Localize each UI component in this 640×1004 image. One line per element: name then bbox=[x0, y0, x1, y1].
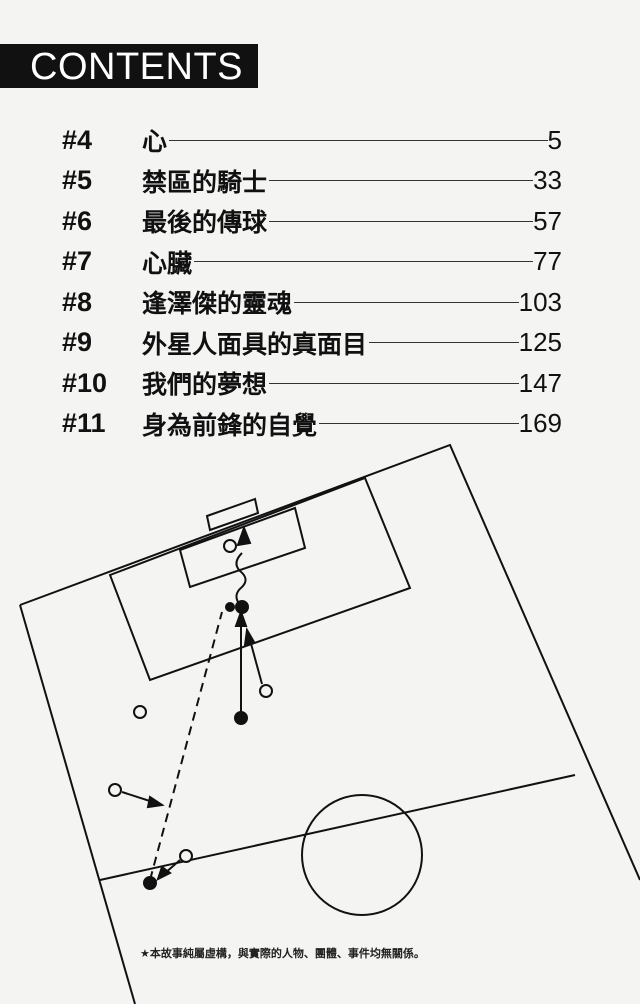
chapter-title: 外星人面具的真面目 bbox=[142, 329, 368, 359]
center-circle bbox=[301, 794, 423, 916]
chapter-title: 我們的夢想 bbox=[142, 370, 268, 400]
chapter-number: #9 bbox=[62, 327, 93, 358]
toc-entry: #6 最後的傳球 57 bbox=[62, 201, 562, 242]
page-number: 169 bbox=[518, 408, 562, 439]
page-number: 125 bbox=[518, 327, 562, 358]
chapter-number: #10 bbox=[62, 367, 108, 398]
page-number: 5 bbox=[547, 124, 562, 155]
attacker-markers bbox=[143, 600, 249, 890]
arrow-head bbox=[146, 795, 165, 809]
arrow-head bbox=[234, 609, 248, 627]
toc-entry: #7 心臟 77 bbox=[62, 242, 562, 283]
arrow-head bbox=[236, 525, 252, 547]
penalty-box bbox=[108, 476, 412, 682]
defender-markers bbox=[108, 539, 273, 863]
toc-entry: #10 我們的夢想 147 bbox=[62, 363, 562, 404]
chapter-title: 心臟 bbox=[142, 248, 193, 278]
run-arrow bbox=[249, 639, 263, 685]
page-number: 77 bbox=[533, 246, 562, 277]
leader-line bbox=[169, 139, 548, 141]
heading-banner bbox=[0, 44, 258, 88]
goal-area bbox=[178, 506, 307, 589]
dribble-path bbox=[235, 552, 247, 606]
chapter-title: 心 bbox=[142, 127, 168, 157]
pass-line bbox=[149, 611, 223, 881]
arrow-head bbox=[156, 865, 172, 881]
toc-entry: #9 外星人面具的真面目 125 bbox=[62, 323, 562, 364]
chapter-title: 最後的傳球 bbox=[142, 208, 268, 238]
leader-line bbox=[369, 342, 519, 344]
page-number: 103 bbox=[518, 286, 562, 317]
toc-entry: #8 逢澤傑的靈魂 103 bbox=[62, 282, 562, 323]
chapter-number: #6 bbox=[62, 205, 93, 236]
field-left-touchline bbox=[19, 604, 136, 1004]
chapter-number: #11 bbox=[62, 408, 106, 439]
chapter-title: 逢澤傑的靈魂 bbox=[142, 289, 293, 319]
leader-line bbox=[269, 220, 534, 222]
chapter-title: 禁區的騎士 bbox=[142, 167, 268, 197]
page-number: 33 bbox=[533, 165, 562, 196]
leader-line bbox=[269, 382, 519, 384]
disclaimer: ★本故事純屬虛構，與實際的人物、團體、事件均無關係。 bbox=[140, 947, 425, 960]
contents-heading: CONTENTS bbox=[30, 46, 243, 88]
field-outline bbox=[19, 443, 640, 881]
page-number: 57 bbox=[533, 205, 562, 236]
leader-line bbox=[294, 301, 519, 303]
page-number: 147 bbox=[518, 367, 562, 398]
chapter-number: #5 bbox=[62, 165, 93, 196]
chapter-title: 身為前鋒的自覺 bbox=[142, 410, 318, 440]
toc-entry: #4 心 5 bbox=[62, 120, 562, 161]
toc-entry: #11 身為前鋒的自覺 169 bbox=[62, 404, 562, 445]
leader-line bbox=[194, 261, 534, 263]
chapter-number: #4 bbox=[62, 124, 93, 155]
arrow-head bbox=[243, 626, 256, 647]
goal bbox=[205, 497, 260, 532]
toc-entry: #5 禁區的騎士 33 bbox=[62, 161, 562, 202]
chapter-number: #8 bbox=[62, 286, 93, 317]
leader-line bbox=[269, 180, 534, 182]
halfway-line bbox=[99, 774, 576, 881]
leader-line bbox=[319, 423, 519, 425]
chapter-number: #7 bbox=[62, 246, 93, 277]
